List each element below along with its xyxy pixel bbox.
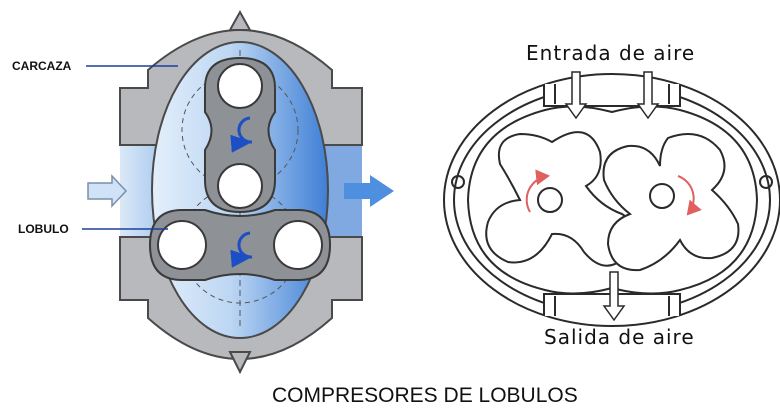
outlet-air-label: Salida de aire xyxy=(544,325,695,349)
carcaza-label: CARCAZA xyxy=(12,59,72,73)
right-rotor-shaft xyxy=(649,183,675,209)
left-section-view: CARCAZA LOBULO xyxy=(12,9,394,375)
outlet-flow-arrow xyxy=(344,175,394,207)
right-rotor-rotation-arrow xyxy=(677,175,702,216)
casing-bottom-nub xyxy=(228,351,252,375)
mount-hole-right xyxy=(759,175,773,189)
inlet-air-arrow-right xyxy=(636,71,660,120)
upper-rotor-hub-top xyxy=(217,63,263,109)
lower-rotor-hub-left xyxy=(157,220,207,270)
inlet-air-label: Entrada de aire xyxy=(526,41,695,65)
casing-outer-ellipse xyxy=(443,73,780,327)
casing-top-nub xyxy=(228,9,252,31)
left-rotor-shaft xyxy=(537,187,563,213)
outlet-air-arrow xyxy=(602,271,626,322)
figure-title: COMPRESORES DE LOBULOS xyxy=(272,384,578,407)
left-rotor-rotation-arrow xyxy=(525,169,550,213)
right-line-view xyxy=(443,71,780,327)
rotation-arrow-upper xyxy=(230,116,253,153)
inlet-air-arrow-left xyxy=(564,71,588,120)
rotation-arrow-lower xyxy=(230,231,253,268)
mount-hole-left xyxy=(451,175,465,189)
lobulo-label: LOBULO xyxy=(18,222,69,236)
lower-rotor-hub-right xyxy=(273,220,323,270)
inlet-flow-arrow xyxy=(87,174,128,208)
right-tri-lobe-rotor xyxy=(602,133,740,272)
inlet-port-top xyxy=(543,84,681,107)
upper-rotor-hub-bottom xyxy=(217,163,263,209)
